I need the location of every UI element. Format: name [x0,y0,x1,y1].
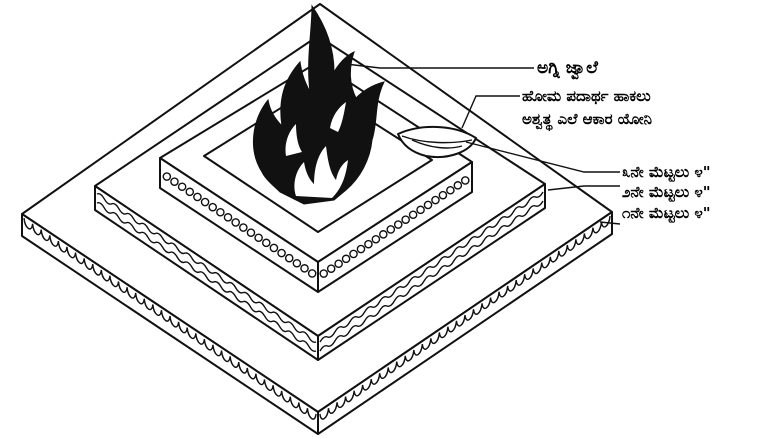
border-circle [170,177,179,186]
border-circle [200,197,210,207]
border-circle [239,223,248,232]
border-circle [319,269,329,278]
border-circle [216,207,225,217]
border-circle [393,220,403,229]
border-circle [185,187,195,197]
peepal-leaf-yoni [397,126,477,158]
border-circle [379,230,388,239]
step-1-scallop-border-right [319,215,611,420]
border-circle [300,264,309,273]
border-circle [364,239,373,249]
step-2-wave-border-right [319,191,544,352]
fire-pit-inner-square [203,85,433,233]
border-circle [446,185,455,195]
border-circle [423,200,433,210]
step-2-label: ೨ನೇ ಮೆಟ್ಟಲು ೪" [622,183,711,202]
border-circle [326,264,336,273]
border-circle [208,202,218,212]
step-2-wave-border [96,193,317,352]
fire-flame [252,4,385,205]
step-3-label: ೩ನೇ ಮೆಟ್ಟಲು ೪" [622,163,711,182]
border-circle [386,225,396,234]
border-circle [177,182,187,192]
border-circle [246,228,256,237]
border-circle [334,259,343,269]
step-3-circle-border [162,172,470,278]
leader-lines [345,63,621,225]
border-circle [401,215,410,224]
border-circle [460,176,470,185]
border-circle [438,190,448,200]
border-circle [431,195,440,205]
border-circle [356,244,366,254]
border-circle [307,269,317,278]
border-circle [254,233,263,243]
border-circle [162,172,172,181]
leaf-label-line-2: ಅಶ್ವತ್ಥ ಎಲೆ ಆಕಾರ ಯೋನಿ [522,110,652,131]
border-circle [341,254,351,264]
border-circle [349,249,358,259]
border-circle [371,234,381,244]
flame-label: ಅಗ್ನಿ ಜ್ವಾಲೆ [537,58,599,80]
border-circle [292,258,302,268]
border-circle [231,218,240,227]
border-circle [277,248,286,258]
leaf-label-line-1: ಹೋಮ ಪದಾರ್ಥ ಹಾಕಲು [522,87,651,105]
border-circle [261,238,271,248]
border-circle [223,213,233,222]
border-circle [284,253,294,263]
step-1-scallop-border [23,217,317,420]
step-1-label: ೧ನೇ ಮೆಟ್ಟಲು ೪" [622,204,711,223]
border-circle [416,205,425,215]
border-circle [193,192,202,202]
border-circle [408,210,418,220]
step-3-platform [159,61,473,293]
border-circle [269,243,279,253]
border-circle [453,181,463,190]
